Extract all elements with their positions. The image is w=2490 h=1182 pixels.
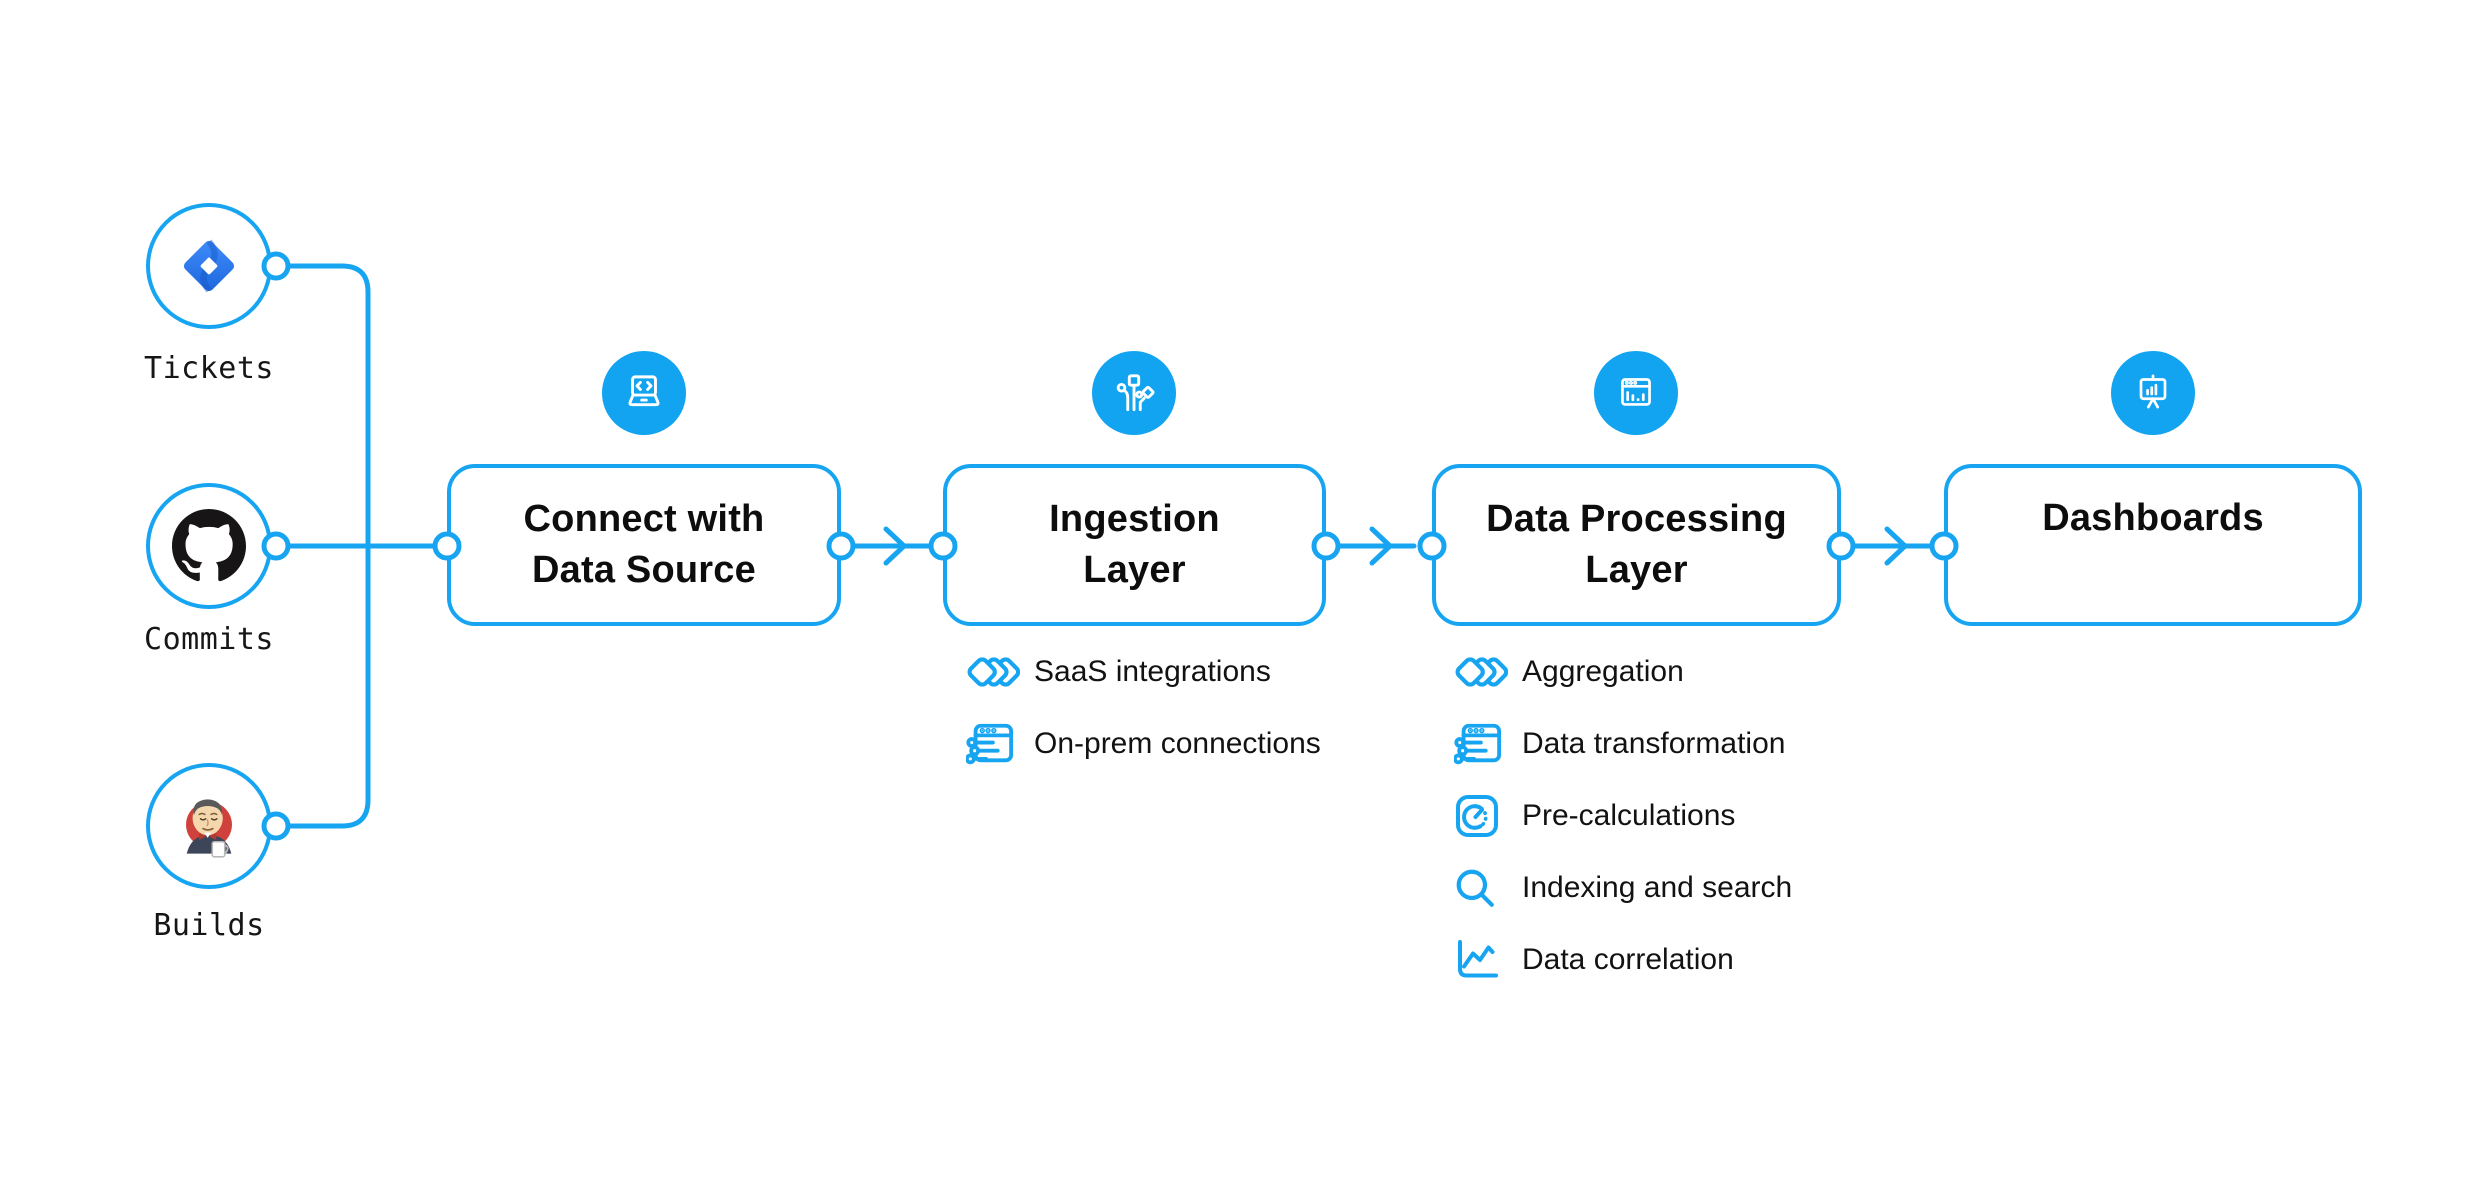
layers-diamonds-icon xyxy=(966,652,1022,692)
arrow-head-1 xyxy=(883,526,907,566)
stage-title-line: Data Source xyxy=(532,549,756,591)
list-item-label: Pre-calculations xyxy=(1522,799,1736,832)
list-item: Data transformation xyxy=(1454,720,1792,768)
source-node-tickets xyxy=(146,203,272,329)
source-label-tickets: Tickets xyxy=(144,351,274,386)
stage-title-line: Dashboards xyxy=(2042,496,2264,539)
list-item-label: On-prem connections xyxy=(1034,727,1321,760)
list-item-label: Indexing and search xyxy=(1522,871,1793,904)
search-icon xyxy=(1454,867,1510,909)
presentation-chart-icon xyxy=(2139,374,2167,409)
source-node-commits xyxy=(146,483,272,609)
list-item: SaaS integrations xyxy=(966,648,1321,696)
arrow-head-2 xyxy=(1369,526,1393,566)
stage-title-line: Connect with xyxy=(523,498,765,540)
list-item-label: Data correlation xyxy=(1522,943,1734,976)
stage-data-processing-layer: Data Processing Layer xyxy=(1432,464,1841,626)
window-sliders-icon xyxy=(966,722,1022,766)
stage-dashboards: Dashboards xyxy=(1944,464,2362,626)
line-chart-icon xyxy=(1454,939,1510,981)
stage-title-line: Ingestion xyxy=(1049,498,1220,540)
window-chart-icon xyxy=(1621,378,1651,406)
source-trunk-line xyxy=(285,263,371,829)
ingestion-feature-list: SaaS integrations On-prem conne xyxy=(966,648,1321,768)
stage-connect-data-source: Connect with Data Source xyxy=(447,464,841,626)
stage-title-line: Data Processing xyxy=(1486,498,1787,540)
arrow-head-3 xyxy=(1884,526,1908,566)
github-icon xyxy=(172,509,246,582)
stage1-badge xyxy=(602,351,686,435)
list-item: Indexing and search xyxy=(1454,864,1792,912)
stage2-badge xyxy=(1092,351,1176,435)
jenkins-icon xyxy=(186,799,232,858)
list-item: Aggregation xyxy=(1454,648,1792,696)
laptop-code-icon xyxy=(628,375,660,407)
window-sliders-icon xyxy=(1454,722,1510,766)
stage-title-line: Layer xyxy=(1585,549,1688,591)
list-item-label: SaaS integrations xyxy=(1034,655,1271,688)
source-label-builds: Builds xyxy=(153,908,265,943)
source-node-builds xyxy=(146,763,272,889)
list-item-label: Data transformation xyxy=(1522,727,1786,760)
stage4-badge xyxy=(2111,351,2195,435)
stage3-badge xyxy=(1594,351,1678,435)
stage-title-line: Layer xyxy=(1083,549,1186,591)
source-label-commits: Commits xyxy=(144,622,274,657)
list-item: Data correlation xyxy=(1454,936,1792,984)
layers-diamonds-icon xyxy=(1454,652,1510,692)
circuit-branches-icon xyxy=(1116,374,1155,412)
list-item-label: Aggregation xyxy=(1522,655,1684,688)
jira-icon xyxy=(183,239,235,293)
list-item: Pre-calculations xyxy=(1454,792,1792,840)
stage-ingestion-layer: Ingestion Layer xyxy=(943,464,1326,626)
gauge-icon xyxy=(1454,793,1510,839)
processing-feature-list: Aggregation Data transformation xyxy=(1454,648,1792,984)
list-item: On-prem connections xyxy=(966,720,1321,768)
